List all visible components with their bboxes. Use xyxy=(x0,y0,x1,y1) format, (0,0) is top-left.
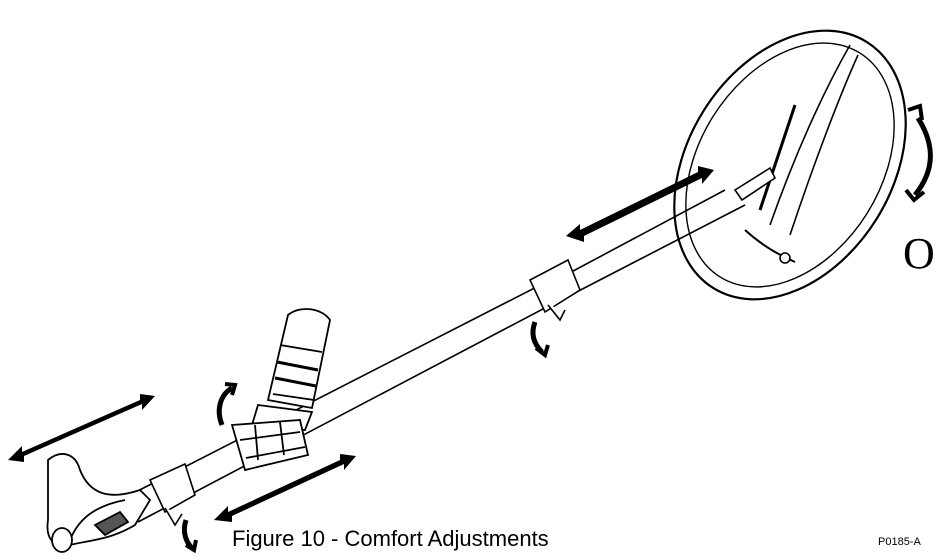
armrest-position-arrow xyxy=(8,394,155,462)
detector-shaft xyxy=(119,189,746,523)
shaft-length-arrow xyxy=(566,166,714,242)
rotation-arrows xyxy=(181,103,933,554)
adjustment-arrows xyxy=(8,166,714,522)
handle-slide-arrow xyxy=(214,454,356,522)
figure-caption: Figure 10 - Comfort Adjustments xyxy=(232,526,549,551)
upper-shaft-collar xyxy=(528,258,581,322)
grip-rotate-arrow xyxy=(216,385,234,426)
lower-lock-arrow xyxy=(181,519,194,550)
handle-grip xyxy=(250,308,331,431)
side-letter-label: O xyxy=(903,229,935,278)
coil-tilt-arrow xyxy=(913,116,933,197)
search-coil xyxy=(673,29,907,301)
lower-shaft-collar xyxy=(148,462,196,527)
part-number: P0185-A xyxy=(878,536,921,548)
control-housing xyxy=(230,419,310,472)
armrest xyxy=(46,453,152,553)
